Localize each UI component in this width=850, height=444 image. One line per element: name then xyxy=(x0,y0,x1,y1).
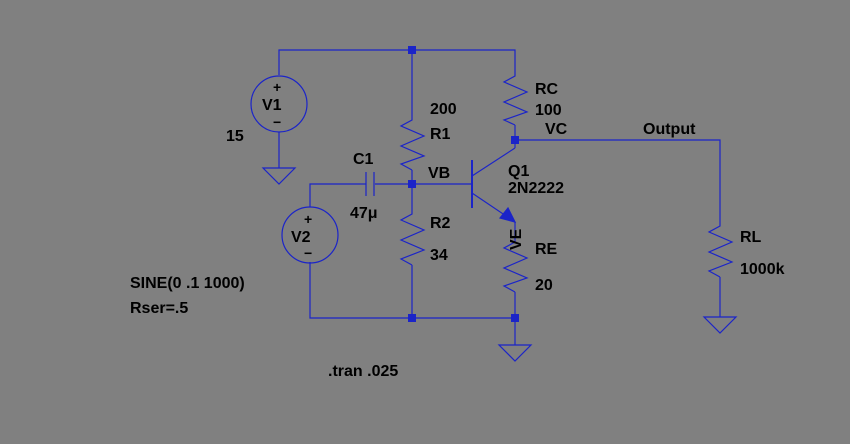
resistor-r1[interactable] xyxy=(399,115,426,171)
voltage-source-v1[interactable]: + − xyxy=(250,75,308,133)
rl-name: RL xyxy=(740,229,762,246)
v2-value-line1: SINE(0 .1 1000) xyxy=(130,275,245,292)
junction-bottom-re xyxy=(511,314,519,322)
net-label-ve: VE xyxy=(508,228,525,250)
rc-value: 100 xyxy=(535,102,562,119)
capacitor-c1[interactable] xyxy=(360,172,375,196)
wires xyxy=(278,49,721,345)
wire-output xyxy=(515,139,721,222)
resistor-r2[interactable] xyxy=(399,210,426,266)
net-label-vb: VB xyxy=(428,165,450,182)
c1-value: 47μ xyxy=(350,205,378,222)
resistor-re[interactable] xyxy=(502,237,529,293)
rc-name: RC xyxy=(535,81,559,98)
v1-name: V1 xyxy=(262,97,282,114)
c1-name: C1 xyxy=(353,151,374,168)
r1-name: R1 xyxy=(430,126,451,143)
junction-vc xyxy=(511,136,519,144)
net-label-output: Output xyxy=(643,121,696,138)
wire-top-rail xyxy=(278,49,516,75)
v2-minus-sign: − xyxy=(304,245,312,261)
resistor-rc[interactable] xyxy=(502,72,529,126)
wire-v2-to-c1 xyxy=(309,183,360,207)
v2-plus-sign: + xyxy=(304,211,312,227)
r2-value: 34 xyxy=(430,247,448,264)
junctions xyxy=(408,46,519,322)
rl-value: 1000k xyxy=(740,261,785,278)
ground-rl xyxy=(702,316,738,334)
ground-v1 xyxy=(261,167,297,185)
q1-name: Q1 xyxy=(508,163,529,180)
re-name: RE xyxy=(535,241,558,258)
r2-name: R2 xyxy=(430,215,451,232)
v1-minus-sign: − xyxy=(273,114,281,130)
v1-plus-sign: + xyxy=(273,79,281,95)
net-label-vc: VC xyxy=(545,121,568,138)
junction-vb xyxy=(408,180,416,188)
voltage-source-v2[interactable]: + − xyxy=(281,206,339,264)
spice-directive[interactable]: .tran .025 xyxy=(328,363,398,380)
v1-value: 15 xyxy=(226,128,244,145)
ground-emitter xyxy=(497,344,533,362)
junction-top xyxy=(408,46,416,54)
v2-value-line2: Rser=.5 xyxy=(130,300,188,317)
q1-model: 2N2222 xyxy=(508,180,564,197)
resistor-rl[interactable] xyxy=(707,222,734,278)
wire-bottom-rail xyxy=(309,262,515,319)
r1-value: 200 xyxy=(430,101,457,118)
junction-bottom-r2 xyxy=(408,314,416,322)
v2-name: V2 xyxy=(291,229,311,246)
transistor-q1[interactable] xyxy=(471,147,517,223)
re-value: 20 xyxy=(535,277,553,294)
